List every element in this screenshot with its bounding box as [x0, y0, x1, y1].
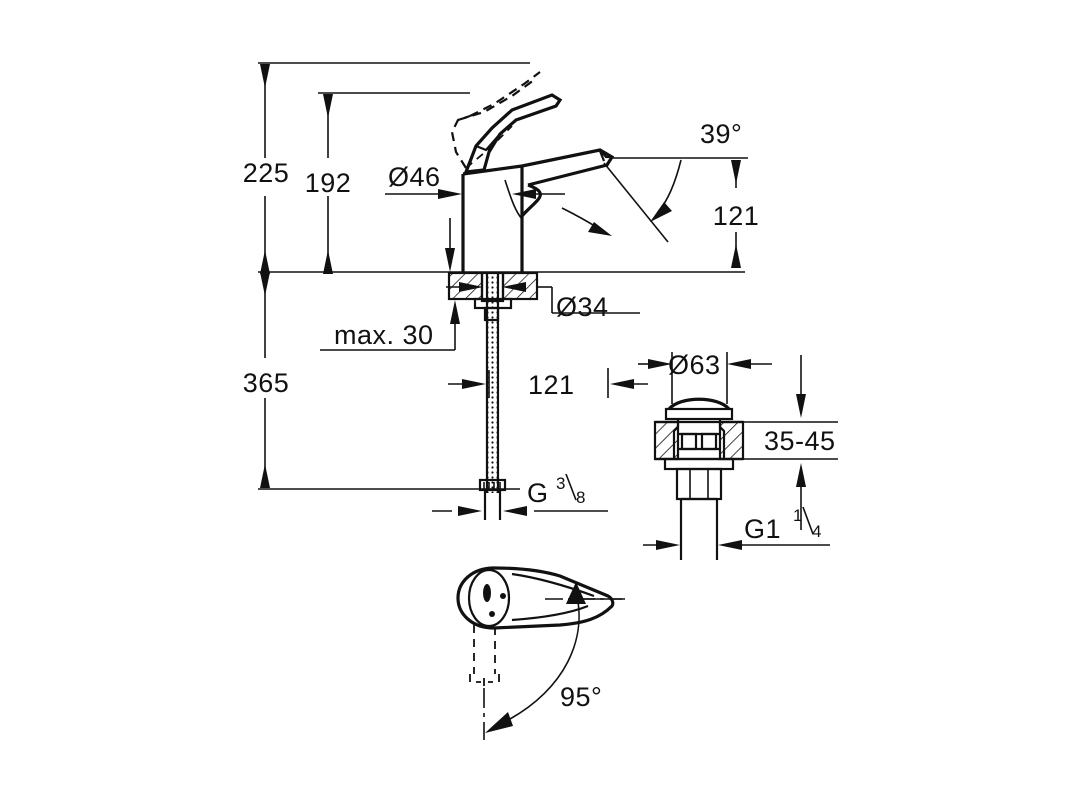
spout-height-label: 192 [305, 168, 352, 198]
waste-thread-numerator: 1 [793, 506, 802, 525]
dimension-angle-95: 95° [485, 582, 622, 733]
base-diameter-label: Ø34 [556, 292, 609, 322]
max-thickness-label: max. 30 [334, 320, 434, 350]
dimension-225: 225 [243, 62, 530, 274]
total-length-label: 365 [243, 368, 290, 398]
supply-thread-denominator: 8 [576, 488, 585, 507]
dimension-365: 365 [243, 272, 520, 490]
body-width-inner-arrow [512, 189, 565, 199]
dimension-d63: Ø63 [638, 350, 772, 404]
spout-inner-leader [561, 207, 612, 236]
dimension-d46: Ø46 [385, 162, 462, 199]
deck-mounting-assembly [447, 271, 539, 520]
supply-thread-numerator: 3 [556, 474, 565, 493]
dimension-121-horizontal: 121 [448, 368, 648, 400]
dimension-g114: G1 1 4 [643, 506, 830, 550]
dimension-d34: Ø34 [446, 282, 640, 322]
spout-angle-label: 39° [700, 119, 742, 149]
dimension-max30: max. 30 [320, 300, 460, 351]
body-diameter-label: Ø46 [388, 162, 441, 192]
waste-diameter-label: Ø63 [668, 350, 721, 380]
pop-up-waste-detail-view: Ø63 [638, 350, 838, 560]
dimension-g38: G 3 8 [432, 473, 608, 516]
waste-thread-label: G1 [744, 514, 781, 544]
deck-top-arrow [445, 218, 455, 272]
overall-height-label: 225 [243, 158, 290, 188]
hose-offset-label: 121 [528, 370, 575, 400]
swivel-angle-label: 95° [560, 682, 602, 712]
dimension-121-vertical: 121 [713, 160, 760, 268]
waste-thickness-label: 35-45 [764, 426, 836, 456]
dimension-192: 192 [305, 92, 470, 274]
spout-plan-view: 95° [456, 566, 625, 740]
basin-section-right [718, 420, 745, 461]
basin-section-left [653, 420, 680, 461]
threaded-hose [487, 273, 498, 493]
supply-thread-label: G [527, 478, 549, 508]
dimension-angle-39: 39° [603, 119, 748, 243]
faucet-body [450, 71, 615, 273]
spout-height-121-label: 121 [713, 201, 760, 231]
waste-thread-denominator: 4 [812, 522, 821, 541]
dimension-35-45: 35-45 [743, 355, 838, 530]
front-elevation-view: 225 192 365 Ø46 [243, 62, 760, 520]
waste-body [653, 397, 745, 560]
